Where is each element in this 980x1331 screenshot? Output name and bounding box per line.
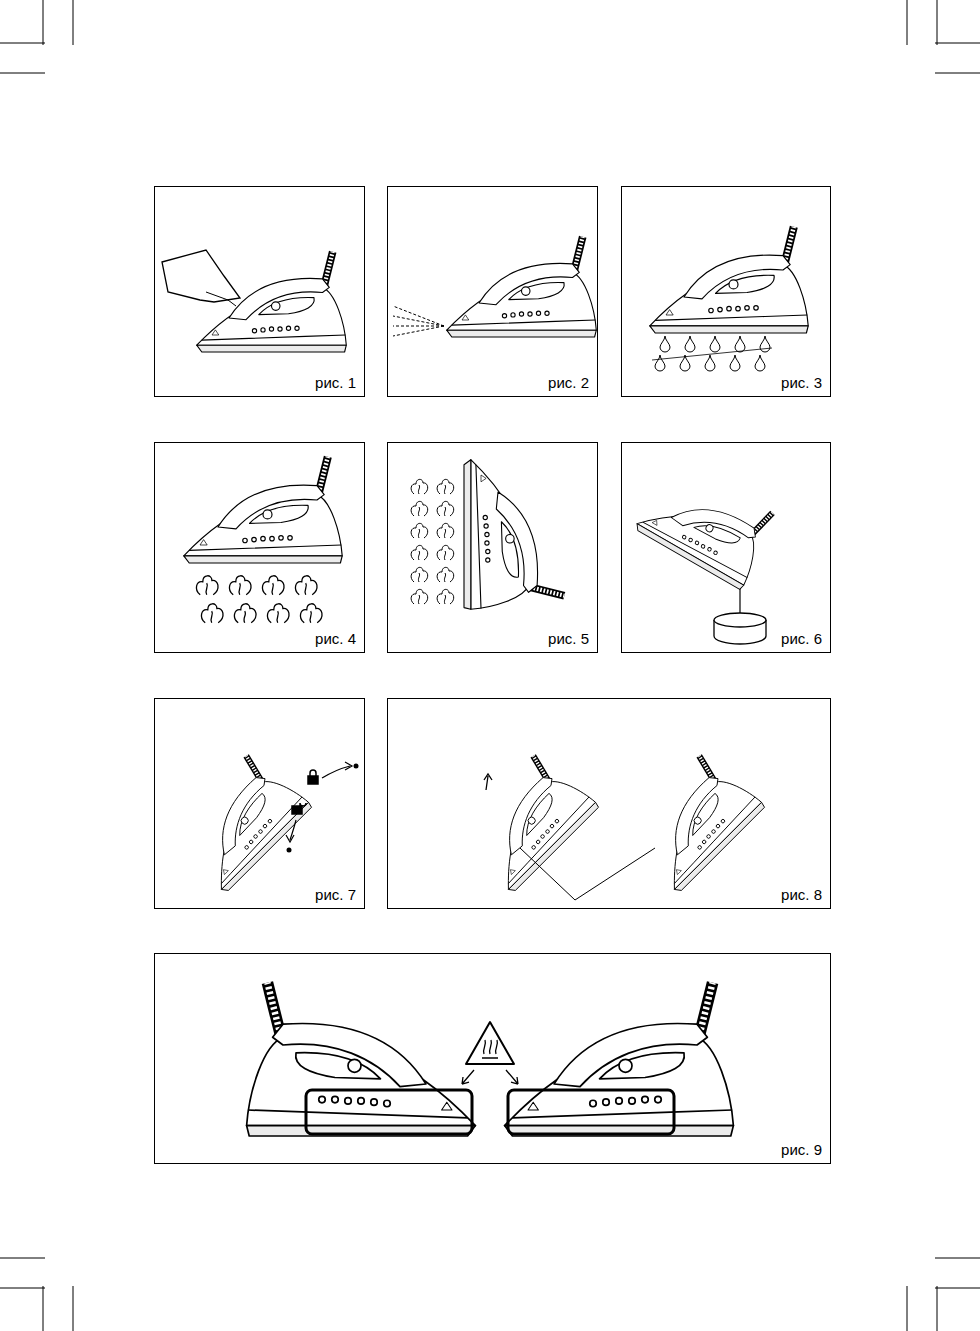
figure-caption: рис. 2 (546, 374, 591, 391)
iron-figure (650, 227, 808, 371)
iron-figure (411, 460, 564, 610)
figure-caption: рис. 6 (779, 630, 824, 647)
figure-panel: рис. 2 (387, 186, 598, 397)
figure-panel: рис. 9 (154, 953, 831, 1164)
figure-caption: рис. 5 (546, 630, 591, 647)
figure-caption: рис. 7 (313, 886, 358, 903)
iron-figure (393, 237, 596, 337)
figure-panel: рис. 1 (154, 186, 365, 397)
iron-figure (167, 748, 359, 894)
figure-caption: рис. 8 (779, 886, 824, 903)
iron-figure (162, 250, 346, 352)
figure-caption: рис. 1 (313, 374, 358, 391)
figure-panel: рис. 7 (154, 698, 365, 909)
figure-caption: рис. 9 (779, 1141, 824, 1158)
iron-figure (247, 983, 734, 1136)
iron-figure (634, 457, 782, 644)
figure-panel: рис. 5 (387, 442, 598, 653)
figure-caption: рис. 3 (779, 374, 824, 391)
iron-figure (454, 748, 766, 900)
figure-panel: рис. 3 (621, 186, 831, 397)
figure-panel: рис. 4 (154, 442, 365, 653)
figure-panel: рис. 8 (387, 698, 831, 909)
figure-caption: рис. 4 (313, 630, 358, 647)
figure-panel: рис. 6 (621, 442, 831, 653)
iron-figure (184, 457, 342, 623)
